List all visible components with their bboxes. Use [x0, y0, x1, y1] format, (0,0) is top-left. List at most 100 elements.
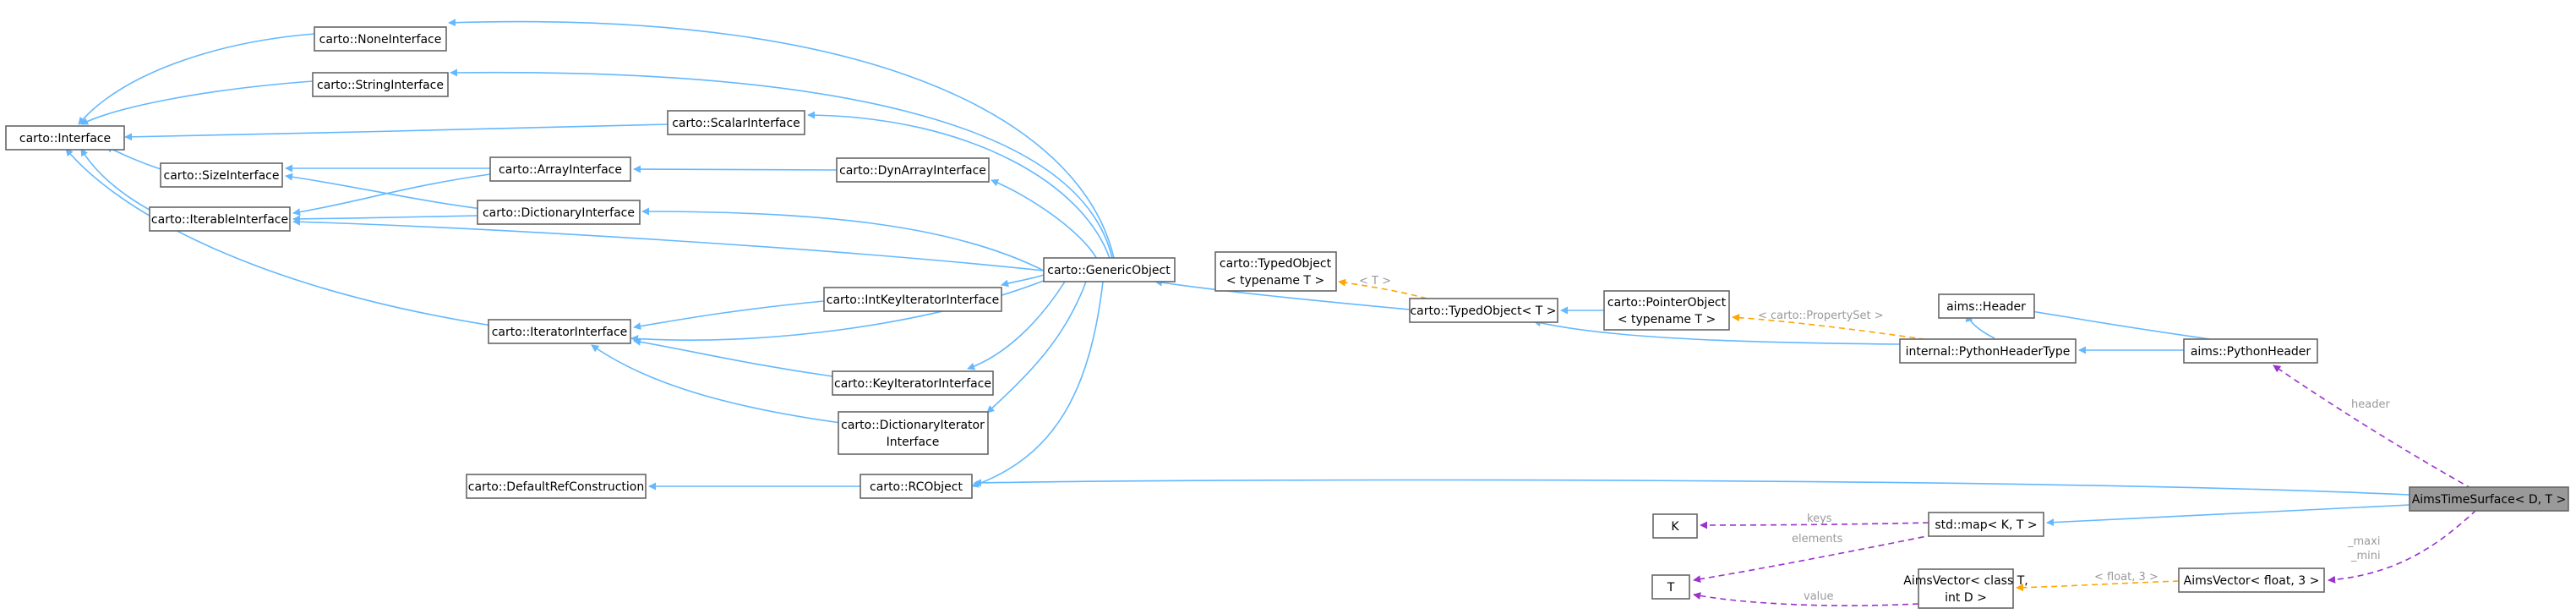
edge-std-map-to-t: [1693, 532, 1945, 584]
edge-dyn-array-interface-to-array-interface: [633, 165, 838, 173]
node-label: AimsTimeSurface< D, T >: [2412, 493, 2567, 507]
node-label: carto::DefaultRefConstruction: [468, 480, 644, 494]
node-k[interactable]: K: [1652, 513, 1698, 539]
node-label: carto::Interface: [19, 132, 111, 145]
node-typed-object-template[interactable]: carto::TypedObject < typename T >: [1214, 251, 1337, 292]
node-python-header[interactable]: aims::PythonHeader: [2183, 338, 2318, 364]
edge-generic-object-to-string-interface: [450, 69, 1115, 267]
node-label: K: [1671, 520, 1679, 534]
node-key-iterator-interface[interactable]: carto::KeyIteratorInterface: [832, 370, 994, 396]
node-interface[interactable]: carto::Interface: [5, 125, 125, 151]
node-aims-header[interactable]: aims::Header: [1938, 293, 2035, 319]
edge-generic-object-to-int-key-iterator-interface: [1001, 274, 1045, 288]
edge-generic-object-to-dyn-array-interface: [991, 178, 1101, 267]
edge-python-header-to-aims-header: [2019, 306, 2211, 340]
node-label: carto::ScalarInterface: [672, 117, 800, 130]
node-label-line-1: carto::DictionaryIterator: [841, 419, 985, 432]
edge-none-interface-to-interface: [78, 33, 315, 125]
edge-aims-time-surface-to-rc-object: [974, 479, 2410, 496]
edge-dictionary-interface-to-size-interface: [285, 173, 483, 210]
edge-string-interface-to-interface: [80, 80, 314, 125]
edge-label-maxi: _maxi: [2347, 535, 2380, 548]
edge-dictionary-interface-to-iterable-interface: [292, 215, 478, 223]
edge-generic-object-to-dictionary-iterator-interface: [986, 281, 1087, 414]
edge-label-typed-object-spec: < T >: [1359, 275, 1391, 288]
node-std-map[interactable]: std::map< K, T >: [1928, 512, 2044, 537]
node-label: carto::NoneInterface: [319, 33, 442, 47]
node-label: std::map< K, T >: [1935, 518, 2037, 532]
node-label-line-2: < typename T >: [1618, 313, 1716, 326]
node-label-line-1: carto::PointerObject: [1607, 296, 1727, 310]
node-label: aims::PythonHeader: [2191, 345, 2311, 359]
edge-std-map-to-k: [1700, 521, 1929, 529]
edge-label-header: header: [2351, 398, 2390, 411]
edge-label-value: value: [1804, 590, 1834, 603]
node-label-line-2: < typename T >: [1226, 274, 1324, 288]
node-dictionary-interface[interactable]: carto::DictionaryInterface: [477, 200, 641, 225]
node-aims-vector-float3[interactable]: AimsVector< float, 3 >: [2178, 567, 2325, 593]
edge-typed-object-t-to-generic-object: [1154, 278, 1411, 310]
edge-scalar-interface-to-interface: [124, 123, 669, 141]
edge-labels-layer: < T > < carto::PropertySet > header keys…: [1359, 275, 2390, 603]
node-dictionary-iterator-interface[interactable]: carto::DictionaryIterator Interface: [838, 411, 989, 455]
node-label: carto::SizeInterface: [164, 169, 280, 183]
node-label-line-1: carto::TypedObject: [1220, 257, 1332, 271]
node-int-key-iterator-interface[interactable]: carto::IntKeyIteratorInterface: [823, 287, 1002, 312]
node-string-interface[interactable]: carto::StringInterface: [312, 72, 449, 97]
node-iterator-interface[interactable]: carto::IteratorInterface: [488, 319, 631, 344]
node-label: carto::RCObject: [870, 480, 963, 494]
edge-python-header-type-to-typed-object-t: [1533, 319, 1901, 345]
node-label: carto::StringInterface: [317, 79, 444, 92]
edge-aims-vector-float3-to-aims-vector-template: [2016, 580, 2180, 592]
node-generic-object[interactable]: carto::GenericObject: [1043, 257, 1176, 282]
node-label: aims::Header: [1946, 300, 2026, 314]
node-rc-object[interactable]: carto::RCObject: [860, 474, 973, 499]
edge-generic-object-to-none-interface: [448, 19, 1116, 267]
edge-generic-object-to-scalar-interface: [807, 111, 1113, 267]
node-label-line-2: Interface: [887, 436, 940, 449]
edge-label-pointer-object-spec: < carto::PropertySet >: [1758, 310, 1884, 322]
edge-iterator-interface-to-interface: [65, 148, 493, 326]
node-label: carto::ArrayInterface: [499, 163, 622, 177]
edge-key-iterator-interface-to-iterator-interface: [633, 337, 833, 377]
edge-generic-object-to-rc-object: [971, 281, 1104, 488]
edge-generic-object-to-iterable-interface: [292, 217, 1045, 271]
edge-int-key-iterator-interface-to-iterator-interface: [633, 300, 825, 331]
edge-generic-object-to-key-iterator-interface: [967, 281, 1066, 370]
node-default-ref-construction[interactable]: carto::DefaultRefConstruction: [466, 474, 647, 499]
edge-aims-time-surface-to-aims-vector-float3: [2328, 509, 2477, 584]
edge-aims-time-surface-to-python-header: [2273, 365, 2473, 490]
node-dyn-array-interface[interactable]: carto::DynArrayInterface: [836, 157, 990, 183]
edge-array-interface-to-iterable-interface: [292, 173, 491, 217]
edge-iterable-interface-to-interface: [80, 148, 161, 217]
node-scalar-interface[interactable]: carto::ScalarInterface: [667, 110, 805, 135]
node-iterable-interface[interactable]: carto::IterableInterface: [149, 206, 291, 232]
node-typed-object-t[interactable]: carto::TypedObject< T >: [1409, 298, 1558, 323]
node-python-header-type[interactable]: internal::PythonHeaderType: [1899, 338, 2077, 364]
node-label: AimsVector< float, 3 >: [2184, 574, 2320, 588]
node-label: T: [1667, 581, 1675, 595]
node-label: carto::GenericObject: [1047, 264, 1171, 277]
node-label: carto::DictionaryInterface: [483, 206, 635, 220]
edge-dictionary-iterator-interface-to-iterator-interface: [591, 344, 842, 424]
edge-label-mini: _mini: [2350, 550, 2381, 562]
node-aims-vector-template[interactable]: AimsVector< class T, int D >: [1903, 568, 2028, 609]
node-label: carto::TypedObject< T >: [1410, 304, 1556, 318]
edge-aims-vector-template-to-t: [1693, 592, 1919, 606]
node-label: carto::DynArrayInterface: [839, 164, 986, 178]
edge-label-keys: keys: [1807, 513, 1832, 525]
node-label: carto::IntKeyIteratorInterface: [827, 293, 999, 307]
node-size-interface[interactable]: carto::SizeInterface: [160, 162, 283, 188]
node-none-interface[interactable]: carto::NoneInterface: [314, 26, 447, 52]
node-array-interface[interactable]: carto::ArrayInterface: [489, 156, 631, 182]
node-pointer-object-template[interactable]: carto::PointerObject < typename T >: [1603, 290, 1730, 331]
node-t[interactable]: T: [1651, 574, 1690, 600]
node-label: carto::IterableInterface: [151, 213, 288, 227]
nodes-layer: carto::NoneInterface carto::StringInterf…: [5, 26, 2569, 609]
edge-label-elements: elements: [1792, 533, 1843, 545]
edge-aims-time-surface-to-std-map: [2046, 504, 2410, 527]
node-aims-time-surface[interactable]: AimsTimeSurface< D, T >: [2409, 486, 2569, 512]
node-label: carto::IteratorInterface: [492, 326, 628, 339]
edge-generic-object-to-dictionary-interface: [641, 207, 1045, 271]
